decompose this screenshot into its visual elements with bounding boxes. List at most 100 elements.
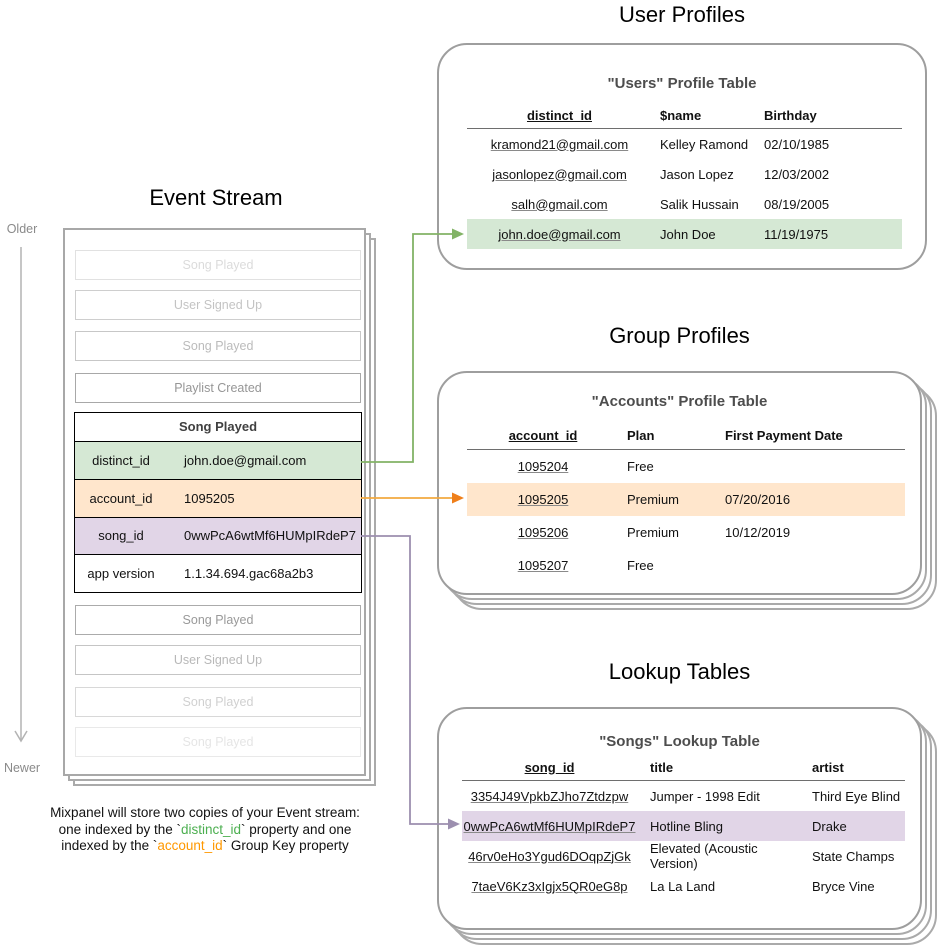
song-title-cell: Hotline Bling [650,818,723,834]
song-title-cell: Jumper - 1998 Edit [650,788,760,804]
account-id-cell: 1095206 [517,525,569,540]
group-profiles-title: Group Profiles [609,323,750,348]
name-cell: John Doe [660,226,716,242]
birthday-cell: 11/19/1975 [764,226,829,242]
caption-text: ` property and one [241,821,352,837]
table-row: 3354J49VpkbZJho7Ztdzpw Jumper - 1998 Edi… [462,781,905,811]
songs-table: song_id title artist 3354J49VpkbZJho7Ztd… [462,754,905,901]
event-box: Song Played [75,687,361,717]
first-payment-cell: 10/12/2019 [725,525,791,540]
artist-cell: Third Eye Blind [812,788,901,804]
distinct-id-cell: kramond21@gmail.com [490,136,629,152]
table-row-highlighted: 1095205 Premium 07/20/2016 [467,483,905,516]
table-row: kramond21@gmail.com Kelley Ramond 02/10/… [467,129,902,159]
timeline-newer-label: Newer [3,761,41,775]
column-header-account-id: account_id [508,428,578,443]
timeline-arrowhead-icon [14,730,28,743]
users-card-title: "Users" Profile Table [607,75,757,92]
song-title-cell: La La Land [650,878,716,894]
table-row: 1095206 Premium 10/12/2019 [467,516,905,549]
caption-text: one indexed by the ` [58,821,181,837]
property-key: account_id [89,490,153,506]
caption-line-1: Mixpanel will store two copies of your E… [50,805,360,820]
users-table: distinct_id $name Birthday kramond21@gma… [467,102,902,249]
column-header-plan: Plan [627,428,655,443]
distinct-id-cell: john.doe@gmail.com [498,226,621,242]
event-box: Song Played [75,250,361,280]
event-box: Song Played [75,727,361,757]
event-property-row-song-id: song_id 0wwPcA6wtMf6HUMpIRdeP7 [75,516,361,555]
user-profiles-title: User Profiles [619,2,745,27]
caption-text: ` Group Key property [222,838,349,853]
plan-cell: Free [627,459,654,474]
caption-text: indexed by the ` [61,838,158,853]
column-header-song-id: song_id [524,759,575,775]
users-table-header: distinct_id $name Birthday [467,102,902,129]
caption-line-2: one indexed by the `distinct_id` propert… [15,822,395,839]
song-title-cell: Elevated (Acoustic Version) [650,841,758,871]
event-box: Song Played [75,331,361,361]
timeline-older-label: Older [6,222,38,236]
users-profile-card: "Users" Profile Table distinct_id $name … [437,43,927,270]
column-header-first-payment-date: First Payment Date [725,428,843,443]
column-header-title: title [650,759,674,775]
artist-cell: State Champs [812,848,895,864]
footer-caption: Mixpanel will store two copies of your E… [15,805,395,855]
songs-table-header: song_id title artist [462,754,905,781]
song-id-cell: 0wwPcA6wtMf6HUMpIRdeP7 [463,818,636,834]
name-cell: Jason Lopez [660,166,734,182]
table-row: 46rv0eHo3Ygud6DOqpZjGk Elevated (Acousti… [462,841,905,871]
accounts-table: account_id Plan First Payment Date 10952… [467,422,905,582]
accounts-card-title: "Accounts" Profile Table [591,393,768,410]
event-property-row-distinct-id: distinct_id john.doe@gmail.com [75,442,361,479]
birthday-cell: 08/19/2005 [764,196,830,212]
plan-cell: Premium [627,492,680,507]
column-header-artist: artist [812,759,844,775]
column-header-distinct-id: distinct_id [526,107,592,123]
table-row-highlighted: 0wwPcA6wtMf6HUMpIRdeP7 Hotline Bling Dra… [462,811,905,841]
event-stream-container: Song Played User Signed Up Song Played P… [63,228,366,776]
table-row: 7taeV6Kz3xIgjx5QR0eG8p La La Land Bryce … [462,871,905,901]
birthday-cell: 12/03/2002 [764,166,830,182]
property-value: 0wwPcA6wtMf6HUMpIRdeP7 [184,528,356,544]
property-value: 1.1.34.694.gac68a2b3 [184,566,314,582]
song-id-cell: 46rv0eHo3Ygud6DOqpZjGk [468,848,631,864]
first-payment-cell: 07/20/2016 [725,492,791,507]
event-property-row-app-version: app version 1.1.34.694.gac68a2b3 [75,554,361,592]
account-id-cell: 1095207 [517,558,569,573]
caption-account-id: account_id [157,838,223,853]
account-id-cell: 1095204 [517,459,569,474]
distinct-id-cell: jasonlopez@gmail.com [492,166,627,182]
event-box: User Signed Up [75,290,361,320]
event-stream-title: Event Stream [149,185,283,210]
property-value: 1095205 [184,490,235,506]
artist-cell: Bryce Vine [812,878,875,894]
accounts-table-header: account_id Plan First Payment Date [467,422,905,450]
distinct-id-cell: salh@gmail.com [511,196,608,212]
caption-line-3: indexed by the `account_id` Group Key pr… [15,838,395,855]
property-value: john.doe@gmail.com [184,452,307,468]
property-key: distinct_id [92,452,150,468]
name-cell: Kelley Ramond [660,136,749,152]
table-row: 1095207 Free [467,549,905,582]
songs-card-title: "Songs" Lookup Table [599,733,760,750]
property-key: app version [87,566,155,582]
column-header-birthday: Birthday [764,107,817,123]
account-id-cell: 1095205 [517,492,569,507]
name-cell: Salik Hussain [660,196,739,212]
accounts-profile-card: "Accounts" Profile Table account_id Plan… [437,371,922,595]
property-key: song_id [98,528,144,544]
event-box: Song Played [75,605,361,635]
event-property-row-account-id: account_id 1095205 [75,478,361,517]
table-row: 1095204 Free [467,450,905,483]
table-row: jasonlopez@gmail.com Jason Lopez 12/03/2… [467,159,902,189]
songs-lookup-card: "Songs" Lookup Table song_id title artis… [437,707,922,930]
column-header-name: $name [660,107,702,123]
birthday-cell: 02/10/1985 [764,136,830,152]
artist-cell: Drake [812,818,847,834]
song-id-cell: 7taeV6Kz3xIgjx5QR0eG8p [471,878,628,894]
plan-cell: Premium [627,525,680,540]
lookup-tables-title: Lookup Tables [608,659,751,684]
selected-event-properties: distinct_id john.doe@gmail.com account_i… [74,442,362,593]
